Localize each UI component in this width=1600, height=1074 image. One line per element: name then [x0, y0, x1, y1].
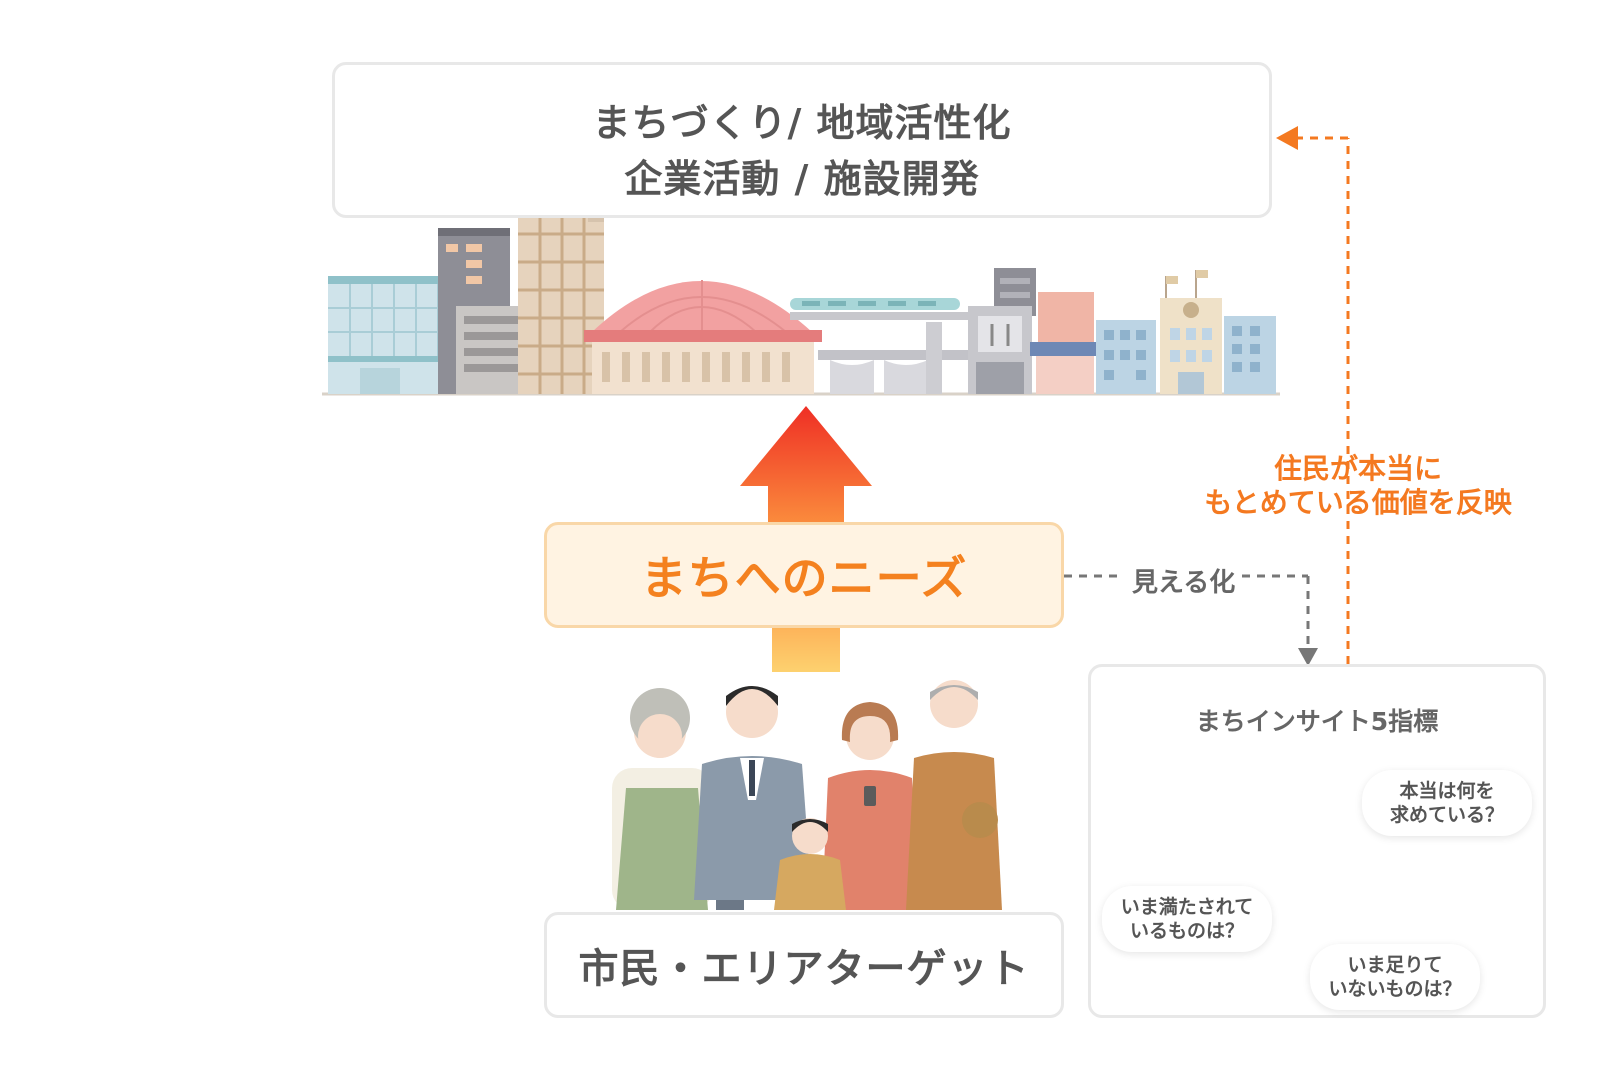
- needs-box: まちへのニーズ: [544, 522, 1064, 628]
- feedback-connector: [1296, 136, 1350, 664]
- town-hall-icon: [1160, 270, 1222, 394]
- cityscape-illustration: [322, 149, 1280, 396]
- goal-box: [332, 62, 1272, 218]
- down-arrowhead-icon: [1298, 648, 1318, 666]
- up-arrow-shaft-icon: [772, 628, 840, 672]
- mid-building-icon: [456, 306, 528, 394]
- citizen-box: 市民・エリアターゲット: [544, 912, 1064, 1018]
- question-bubble-satisfied: いま満たされて いるものは？: [1102, 886, 1272, 952]
- grandmother-figure: [612, 688, 712, 910]
- visualize-connector: [1064, 574, 1310, 648]
- dome-stadium-icon: [584, 280, 822, 394]
- reflect-label: 住民が本当に もとめている価値を反映: [1188, 452, 1528, 520]
- shop-awning-icon: [1030, 292, 1098, 394]
- goal-line-1: まちづくり/ 地域活性化: [592, 101, 1012, 145]
- people-group-illustration: [612, 680, 1002, 910]
- bubble-want-line-1: 本当は何を: [1399, 780, 1495, 802]
- bubble-satisfied-line-1: いま満たされて: [1120, 896, 1254, 918]
- left-arrowhead-icon: [1276, 126, 1298, 150]
- reflect-line-1: 住民が本当に: [1273, 452, 1442, 485]
- visualize-label: 見える化: [1128, 562, 1240, 599]
- question-bubble-lacking: いま足りて いないものは？: [1310, 944, 1480, 1010]
- worker-figure: [906, 680, 1002, 910]
- mother-figure: [822, 702, 918, 910]
- reflect-line-2: もとめている価値を反映: [1204, 486, 1512, 519]
- up-arrow-icon: [740, 406, 872, 522]
- restaurant-building-icon: [968, 268, 1036, 394]
- question-bubble-want: 本当は何を 求めている？: [1362, 770, 1532, 836]
- bubble-want-line-2: 求めている？: [1389, 804, 1504, 826]
- citizen-label: 市民・エリアターゲット: [578, 946, 1030, 992]
- child-figure: [774, 818, 846, 910]
- glass-building-icon: [328, 276, 456, 394]
- bubble-lacking-line-2: いないものは？: [1328, 978, 1462, 1000]
- construction-building-icon: [518, 200, 604, 394]
- goal-line-2: 企業活動 / 施設開発: [624, 157, 980, 201]
- viaduct-icon: [818, 322, 988, 394]
- bubble-satisfied-line-2: いるものは？: [1129, 920, 1244, 942]
- right-office-icon: [1224, 316, 1276, 394]
- apartment-block-icon: [1096, 320, 1156, 394]
- needs-label: まちへのニーズ: [640, 551, 968, 605]
- bubble-lacking-line-1: いま足りて: [1347, 954, 1443, 976]
- monorail-train-icon: [790, 298, 980, 320]
- insight-title: まちインサイト5指標: [1195, 707, 1439, 736]
